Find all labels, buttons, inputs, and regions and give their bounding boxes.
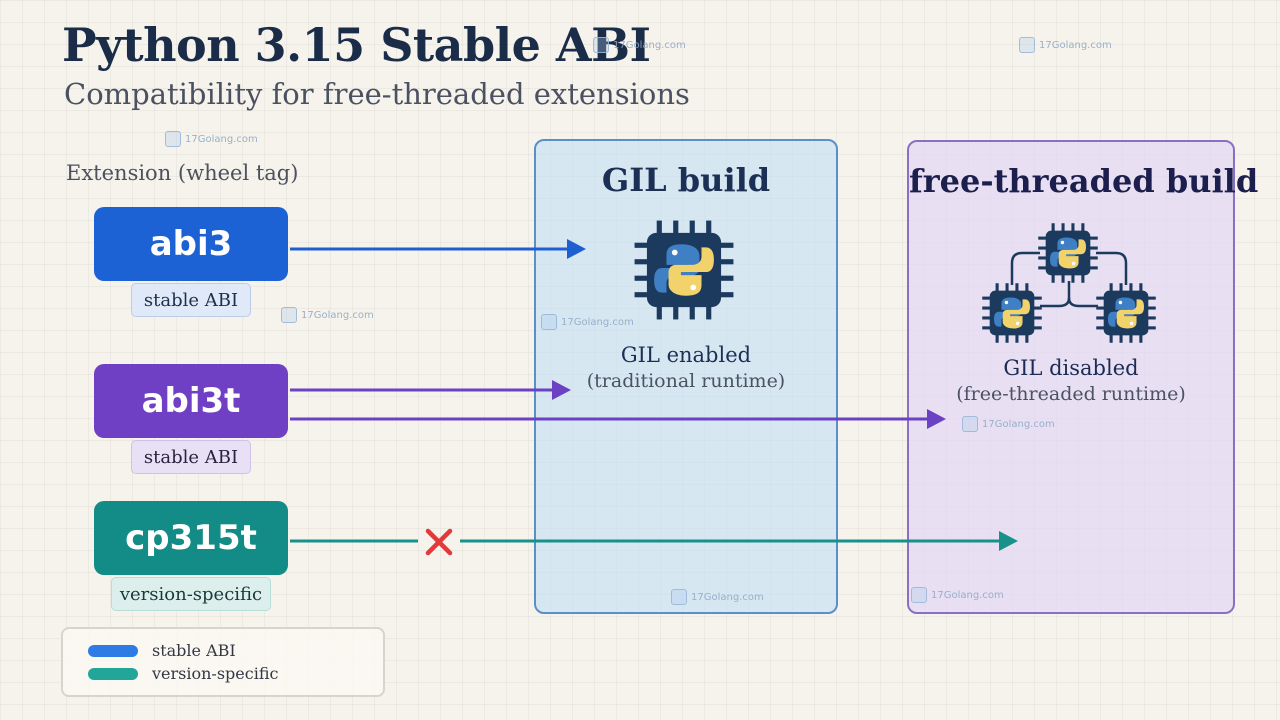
free-threaded-chip-connectors [1010, 251, 1128, 308]
watermark-logo-icon [1019, 37, 1035, 53]
extension-abi3t-kind: stable ABI [131, 440, 251, 474]
watermark-text: 17Golang.com [982, 418, 1055, 430]
watermark-text: 17Golang.com [613, 39, 686, 51]
gil-build-description: (traditional runtime) [586, 370, 786, 392]
free-threaded-build-description: (free-threaded runtime) [956, 383, 1186, 405]
watermark-logo-icon [911, 587, 927, 603]
watermark-logo-icon [165, 131, 181, 147]
gil-build-panel: GIL build [534, 139, 838, 614]
legend-label-stable-abi: stable ABI [152, 641, 236, 660]
free-threaded-build-panel: free-threaded build [907, 140, 1259, 614]
python-cpu-chip-icon [635, 221, 734, 320]
extension-cp315t-kind: version-specific [111, 577, 271, 611]
legend-swatch-stable-abi [88, 644, 138, 657]
watermark: 17Golang.com [541, 314, 634, 330]
watermark: 17Golang.com [1019, 37, 1112, 53]
free-threaded-build-status: GIL disabled [1003, 356, 1139, 380]
arrow-abi3t-to-gil [290, 380, 571, 400]
arrow-abi3-to-gil [290, 239, 586, 259]
legend: stable ABI version-specific [61, 627, 385, 697]
watermark-text: 17Golang.com [561, 316, 634, 328]
extension-abi3: abi3 [94, 207, 288, 281]
gil-build-status: GIL enabled [620, 343, 752, 367]
watermark-text: 17Golang.com [185, 133, 258, 145]
python-cpu-chip-icon-left [980, 281, 1044, 345]
gil-build-title: GIL build [601, 161, 771, 199]
legend-item-version-specific: version-specific [88, 664, 278, 683]
arrow-cp315t-to-free-threaded [290, 531, 1018, 551]
arrow-abi3t-to-free-threaded [290, 409, 946, 429]
legend-item-stable-abi: stable ABI [88, 641, 236, 660]
watermark: 17Golang.com [281, 307, 374, 323]
incompatible-cross-icon [425, 528, 453, 556]
python-cpu-chip-icon-right [1094, 281, 1158, 345]
watermark: 17Golang.com [165, 131, 258, 147]
watermark-logo-icon [962, 416, 978, 432]
extension-abi3-kind: stable ABI [131, 283, 251, 317]
watermark-text: 17Golang.com [1039, 39, 1112, 51]
watermark-text: 17Golang.com [931, 589, 1004, 601]
extension-cp315t: cp315t [94, 501, 288, 575]
watermark-logo-icon [671, 589, 687, 605]
watermark-logo-icon [281, 307, 297, 323]
watermark-text: 17Golang.com [301, 309, 374, 321]
watermark: 17Golang.com [911, 587, 1004, 603]
legend-swatch-version-specific [88, 667, 138, 680]
watermark-logo-icon [593, 37, 609, 53]
page-subtitle: Compatibility for free-threaded extensio… [64, 77, 690, 111]
free-threaded-build-title: free-threaded build [909, 162, 1259, 200]
extensions-heading: Extension (wheel tag) [66, 161, 299, 185]
page-title: Python 3.15 Stable ABI [62, 18, 651, 72]
watermark-text: 17Golang.com [691, 591, 764, 603]
python-cpu-chip-icon-top [1036, 221, 1100, 285]
legend-label-version-specific: version-specific [152, 664, 279, 683]
watermark-logo-icon [541, 314, 557, 330]
extension-abi3t: abi3t [94, 364, 288, 438]
watermark: 17Golang.com [962, 416, 1055, 432]
watermark: 17Golang.com [593, 37, 686, 53]
watermark: 17Golang.com [671, 589, 764, 605]
